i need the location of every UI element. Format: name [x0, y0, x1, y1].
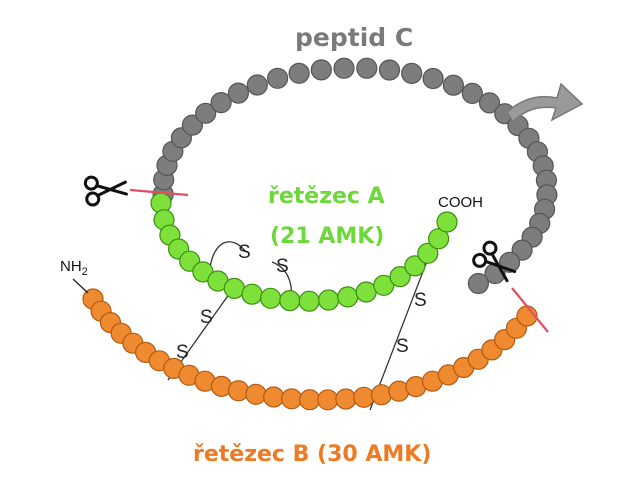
chain-a-bead	[260, 287, 282, 309]
chain-a-bead	[436, 211, 458, 233]
sulfur-labels: S S S S S S	[176, 242, 427, 363]
chain-a-bead	[279, 290, 301, 312]
chain-b-bead	[335, 388, 357, 410]
peptide-c-bead	[478, 92, 501, 114]
peptide-c-bead	[401, 62, 423, 85]
peptide-c-bead	[461, 82, 483, 105]
chain-a-bead	[223, 277, 245, 299]
chain-b	[82, 288, 538, 411]
peptide-c-bead	[195, 102, 217, 124]
nh2-bond-line	[72, 278, 89, 294]
peptide-c-bead	[333, 57, 355, 79]
sulfur-label: S	[276, 256, 289, 277]
peptide-c-bead	[210, 91, 232, 114]
peptide-c-bead	[310, 59, 332, 81]
cleavage-line-left	[129, 188, 189, 197]
chain-b-label: řetězec B (30 AMK)	[193, 442, 431, 467]
peptide-c-bead	[442, 74, 464, 96]
peptide-c-bead	[467, 272, 489, 295]
chain-a-bead	[298, 290, 320, 312]
peptide-c-bead	[378, 59, 401, 81]
scissors-icon	[83, 175, 128, 207]
chain-a-bead	[355, 281, 377, 303]
chain-a-bead	[337, 286, 359, 308]
curved-arrow-icon	[506, 82, 584, 124]
peptide-c-bead	[422, 67, 444, 90]
chain-b-bead	[370, 384, 393, 406]
peptide-c-bead	[356, 57, 378, 79]
cleavage-line-right	[511, 287, 549, 333]
chain-a-bead	[318, 289, 340, 311]
chain-b-bead	[317, 389, 339, 411]
nh2-subscript: 2	[82, 266, 88, 278]
sulfur-label: S	[396, 336, 409, 357]
chain-a-bead	[373, 274, 395, 296]
peptide-c-bead	[267, 67, 289, 89]
cooh-terminus-label: COOH	[438, 194, 483, 211]
nh2-text: NH	[60, 258, 82, 275]
chain-b-bead	[299, 389, 321, 411]
chain-a-bead	[241, 283, 263, 305]
chain-b-bead	[353, 386, 375, 408]
chain-b-bead	[263, 386, 285, 408]
sulfur-label: S	[414, 290, 427, 311]
chain-a-bead	[404, 255, 426, 277]
peptide-c-label: peptid C	[295, 23, 413, 52]
chain-a-bead	[389, 266, 411, 288]
chain-a-label: řetězec A	[268, 184, 385, 209]
peptide-c-chain	[152, 57, 558, 295]
peptide-c-bead	[227, 82, 249, 104]
chain-a-count-label: (21 AMK)	[270, 224, 384, 249]
chain-a	[150, 192, 458, 312]
peptide-c-bead	[181, 114, 203, 136]
chain-b-bead	[227, 380, 250, 402]
scissors-icon	[472, 240, 517, 283]
peptide-c-bead	[246, 74, 268, 96]
chain-b-bead	[245, 383, 267, 405]
peptide-c-bead	[288, 62, 310, 84]
nh2-terminus-label: NH2	[60, 258, 88, 278]
interchain-bridge-right	[369, 247, 433, 411]
chain-a-bead	[417, 242, 439, 264]
sulfur-label: S	[176, 342, 189, 363]
chain-b-bead	[281, 388, 303, 410]
sulfur-label: S	[200, 307, 213, 328]
sulfur-label: S	[238, 242, 251, 263]
chain-a-bead	[428, 228, 450, 250]
